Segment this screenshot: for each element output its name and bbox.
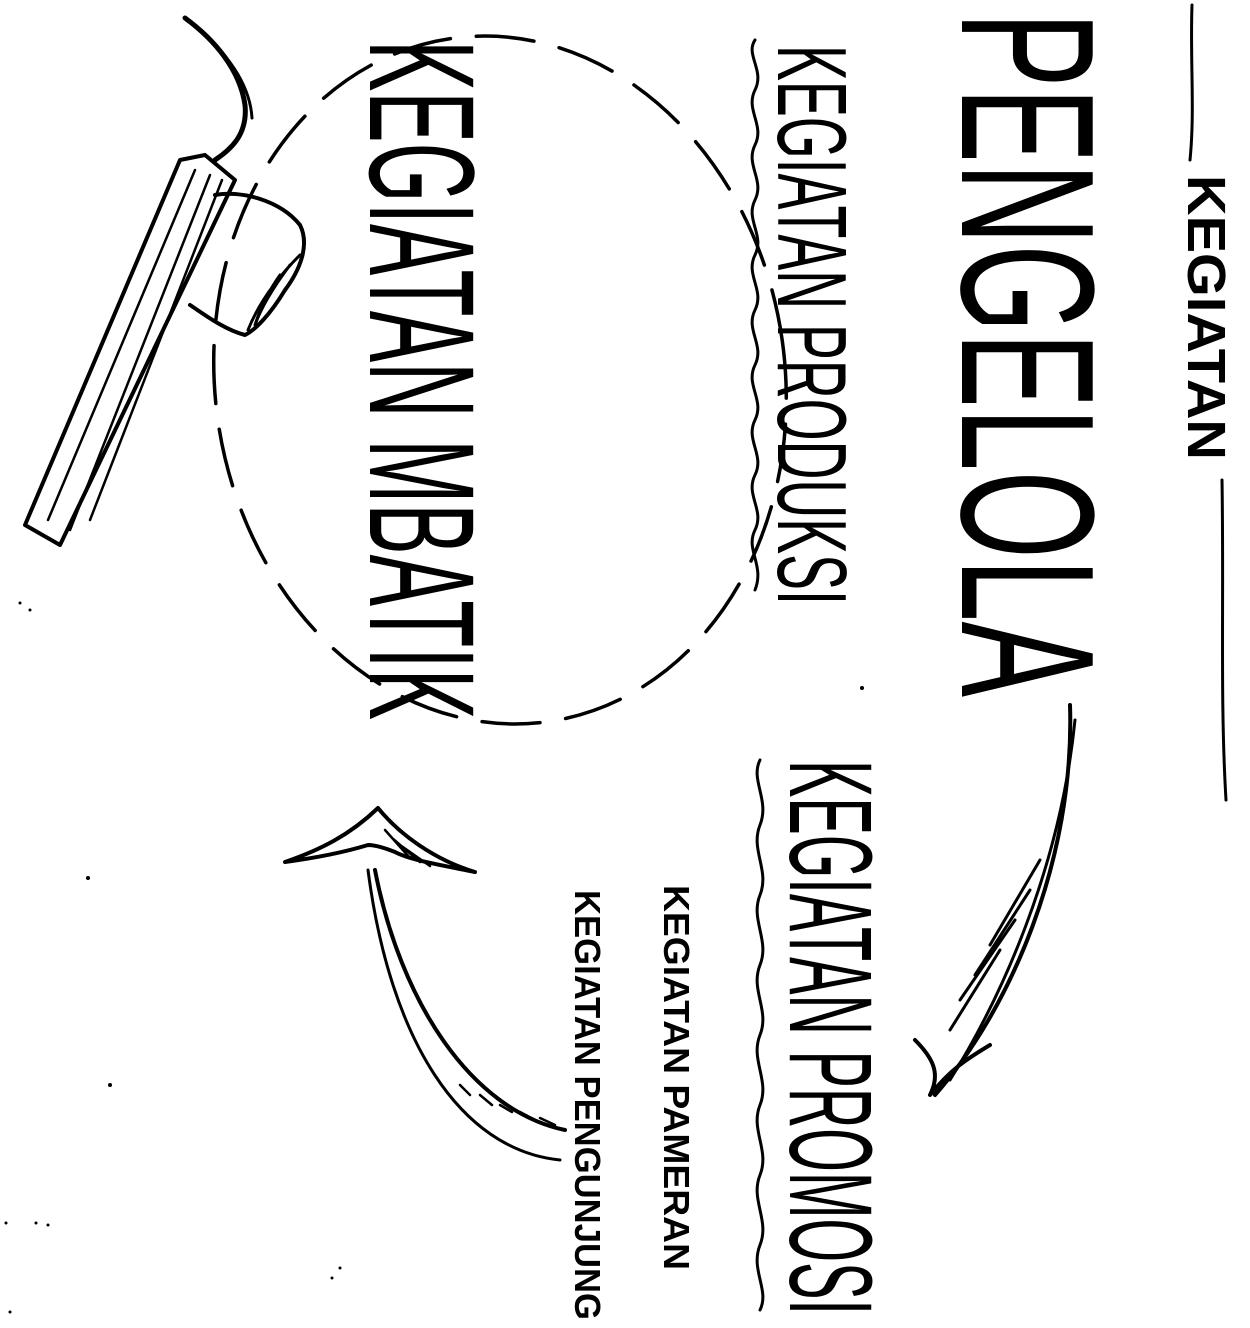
curved-arrow-icon [915, 705, 1075, 1095]
promosi-label: KEGIATAN PROMOSI [764, 760, 896, 1315]
mbatik-label: KEGIATAN MBATIK [338, 40, 506, 720]
pengelola-label: PENGELOLA [921, 12, 1133, 697]
canting-tool-icon [25, 18, 304, 545]
kegiatan-header: KEGIATAN [1176, 5, 1236, 800]
return-arrow-icon [285, 808, 565, 1160]
promotion-bracket [757, 760, 763, 1310]
pameran-label: KEGIATAN PAMERAN [656, 885, 697, 1270]
produksi-label: KEGIATAN PRODUKSI [757, 45, 867, 605]
pengunjung-label: KEGIATAN PENGUNJUNG [567, 890, 608, 1320]
kegiatan-label: KEGIATAN [1176, 175, 1236, 460]
